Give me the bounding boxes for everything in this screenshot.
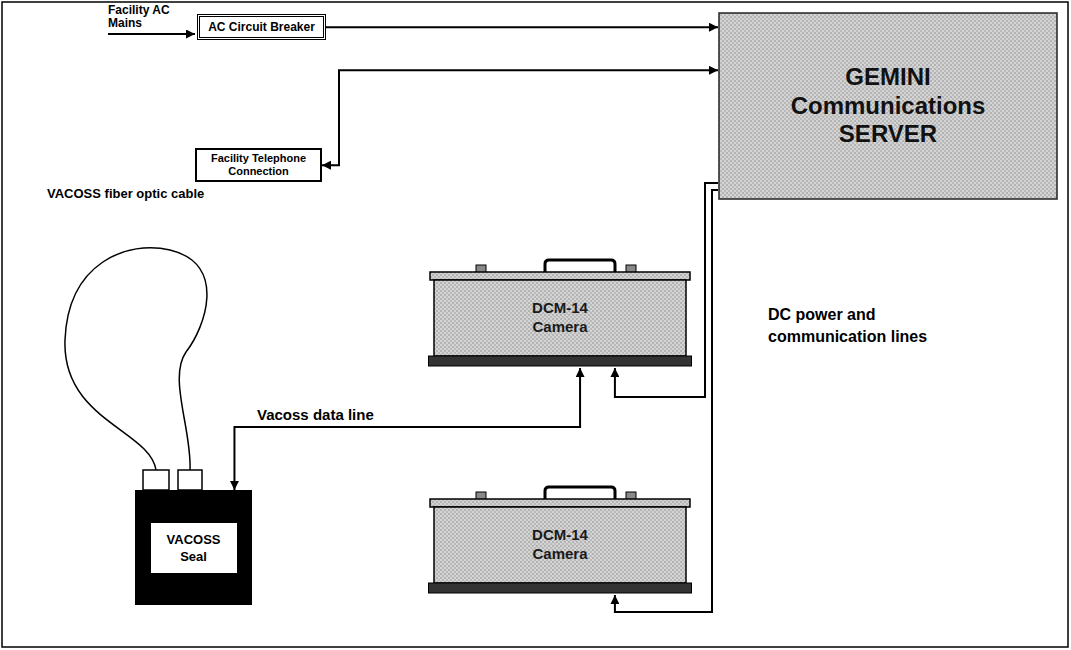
mains-line (108, 33, 195, 35)
seal-label: VACOSS Seal (151, 523, 237, 573)
process-box: Facility Telephone Connection (195, 148, 322, 182)
camera-label: DCM-14 Camera (520, 299, 600, 337)
seal-connector (178, 470, 202, 490)
camera-lid (430, 272, 690, 280)
connector-line (234, 368, 580, 490)
box-label: GEMINI Communications SERVER (773, 63, 1003, 149)
cable-label: VACOSS fiber optic cable (47, 186, 204, 202)
camera-unit: DCM-14 Camera (428, 485, 692, 595)
camera-base (429, 356, 692, 366)
box-label: AC Circuit Breaker (208, 20, 315, 34)
connector-line (326, 26, 718, 28)
line-note: DC power and communication lines (768, 304, 968, 348)
camera-base (429, 583, 692, 593)
camera-lid (430, 499, 690, 507)
camera-body (434, 280, 686, 356)
box-label: Facility Telephone Connection (202, 152, 315, 178)
process-box: AC Circuit Breaker (197, 14, 326, 40)
seal-unit: VACOSS Seal (135, 490, 252, 605)
camera-unit: DCM-14 Camera (428, 258, 692, 368)
server-box: GEMINI Communications SERVER (718, 12, 1058, 200)
camera-label: DCM-14 Camera (520, 526, 600, 564)
camera-body (434, 507, 686, 583)
connector-line (322, 70, 718, 165)
source-label: Facility AC Mains (108, 4, 188, 30)
fiber-optic-cable (65, 248, 207, 470)
connector-label: Vacoss data line (255, 406, 376, 424)
server-fill (719, 13, 1057, 199)
seal-connector (143, 470, 169, 490)
